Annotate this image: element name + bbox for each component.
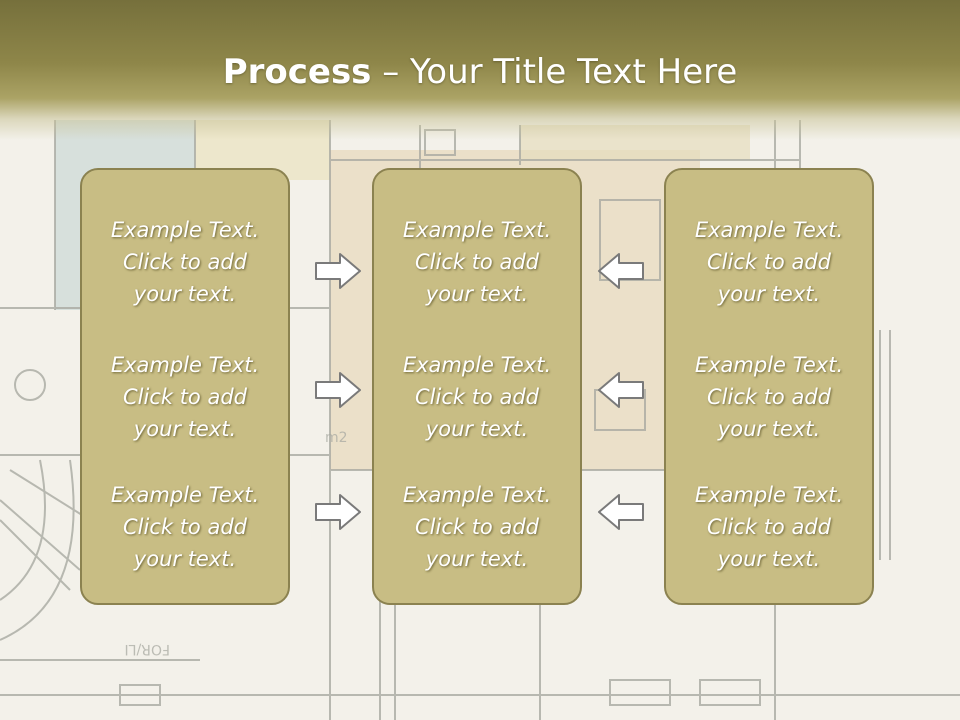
- text-line: Example Text.: [110, 218, 260, 242]
- text-line: Click to add: [706, 515, 831, 539]
- text-line: Click to add: [414, 515, 539, 539]
- arrow-left-icon: [598, 372, 644, 408]
- text-line: your text.: [133, 417, 237, 441]
- text-line: your text.: [717, 282, 821, 306]
- title-bold: Process: [222, 52, 372, 92]
- text-line: Click to add: [122, 250, 247, 274]
- text-line: Example Text.: [694, 483, 844, 507]
- text-line: Click to add: [706, 385, 831, 409]
- text-line: your text.: [133, 547, 237, 571]
- svg-text:FOR/LI: FOR/LI: [125, 641, 170, 657]
- arrow-right-icon: [315, 253, 361, 289]
- text-line: Example Text.: [694, 218, 844, 242]
- arrow-right-icon: [315, 494, 361, 530]
- text-line: Click to add: [414, 385, 539, 409]
- text-line: your text.: [425, 547, 529, 571]
- text-line: your text.: [425, 282, 529, 306]
- text-item[interactable]: Example Text. Click to add your text.: [666, 479, 872, 575]
- text-item[interactable]: Example Text. Click to add your text.: [666, 214, 872, 310]
- text-item[interactable]: Example Text. Click to add your text.: [374, 479, 580, 575]
- title-bar: [0, 0, 960, 140]
- title-rest: – Your Title Text Here: [371, 52, 738, 92]
- text-line: Click to add: [414, 250, 539, 274]
- text-item[interactable]: Example Text. Click to add your text.: [82, 479, 288, 575]
- svg-text:m2: m2: [325, 430, 348, 446]
- arrow-left-icon: [598, 253, 644, 289]
- text-line: your text.: [133, 282, 237, 306]
- process-box-right[interactable]: Example Text. Click to add your text. Ex…: [664, 168, 874, 605]
- slide-title[interactable]: Process – Your Title Text Here: [0, 52, 960, 92]
- arrow-left-icon: [598, 494, 644, 530]
- text-line: Example Text.: [402, 353, 552, 377]
- text-line: Click to add: [122, 515, 247, 539]
- process-box-center[interactable]: Example Text. Click to add your text. Ex…: [372, 168, 582, 605]
- text-line: Click to add: [706, 250, 831, 274]
- text-line: your text.: [425, 417, 529, 441]
- text-item[interactable]: Example Text. Click to add your text.: [82, 214, 288, 310]
- process-box-left[interactable]: Example Text. Click to add your text. Ex…: [80, 168, 290, 605]
- text-line: Example Text.: [402, 218, 552, 242]
- arrow-right-icon: [315, 372, 361, 408]
- text-line: your text.: [717, 547, 821, 571]
- text-item[interactable]: Example Text. Click to add your text.: [374, 214, 580, 310]
- text-item[interactable]: Example Text. Click to add your text.: [82, 349, 288, 445]
- text-item[interactable]: Example Text. Click to add your text.: [666, 349, 872, 445]
- text-item[interactable]: Example Text. Click to add your text.: [374, 349, 580, 445]
- text-line: Example Text.: [402, 483, 552, 507]
- text-line: Click to add: [122, 385, 247, 409]
- text-line: Example Text.: [110, 483, 260, 507]
- text-line: Example Text.: [694, 353, 844, 377]
- text-line: your text.: [717, 417, 821, 441]
- text-line: Example Text.: [110, 353, 260, 377]
